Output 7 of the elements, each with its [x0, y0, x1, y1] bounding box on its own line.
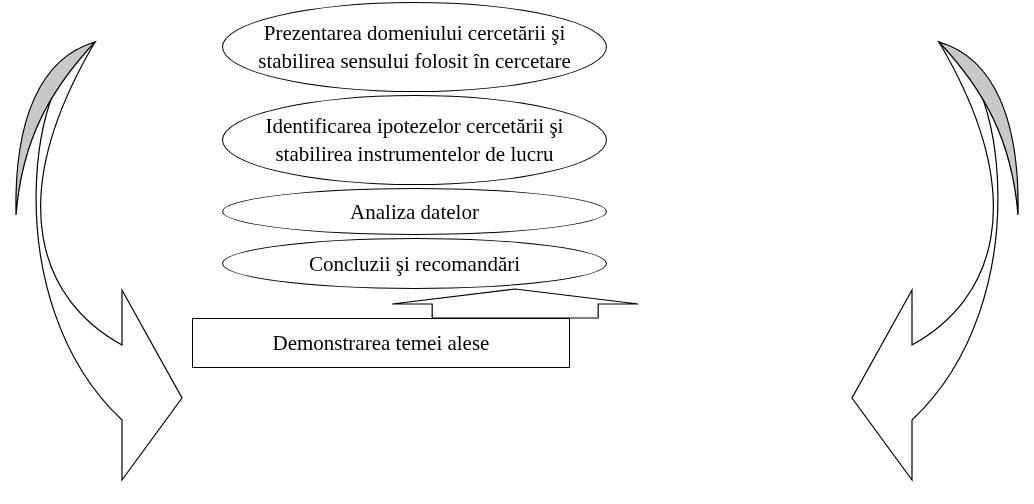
node-text: Identificarea ipotezelor cercetării şi stabilirea instrumentelor de lucru — [264, 113, 565, 168]
block-arrow — [391, 288, 639, 319]
process-box — [192, 318, 570, 368]
node-text: Concluzii şi recomandări — [308, 250, 521, 278]
node-text: Demonstrarea temei alese — [272, 330, 490, 357]
node-text: Prezentarea domeniului cercetării şi stabilirea sensului folosit în cercetare — [257, 20, 572, 75]
node-text: Analiza datelor — [350, 198, 479, 226]
